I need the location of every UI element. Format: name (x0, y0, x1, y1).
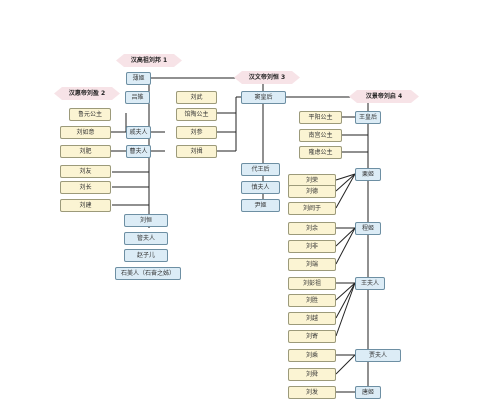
node-guantao-princess: 馆陶公主 (176, 108, 217, 121)
node-liu-can: 刘参 (176, 126, 217, 139)
node-empress-wang: 王皇后 (355, 111, 381, 124)
node-liu-yi: 刘揖 (176, 145, 217, 158)
node-liu-sheng: 刘胜 (288, 294, 336, 307)
node-liu-chang: 刘长 (60, 181, 111, 194)
node-liu-jian: 刘建 (60, 199, 111, 212)
node-liu-eyu: 刘阏于 (288, 202, 336, 215)
node-liu-shun: 刘舜 (288, 368, 336, 381)
node-guan-consort: 管夫人 (124, 232, 168, 245)
node-liu-yue: 刘越 (288, 312, 336, 325)
node-liu-de: 刘德 (288, 185, 336, 198)
emperor-gaozu-label: 汉高祖刘邦 1 (116, 54, 182, 67)
node-liu-yu: 刘余 (288, 222, 336, 235)
node-liu-duan: 刘端 (288, 258, 336, 271)
node-shi-meiren: 石美人（石奋之姊） (115, 267, 181, 280)
node-zhao-zier: 赵子儿 (124, 249, 168, 262)
node-liu-fei-jing: 刘非 (288, 240, 336, 253)
node-liu-ji: 刘寄 (288, 330, 336, 343)
node-liu-heng: 刘恒 (124, 214, 168, 227)
node-bo-ji: 薄姬 (126, 72, 151, 85)
node-liu-fa: 刘发 (288, 386, 336, 399)
node-liu-you: 刘友 (60, 165, 111, 178)
node-cao-consort: 曹夫人 (126, 145, 151, 158)
node-nangong-princess: 南宫公主 (299, 129, 342, 142)
node-qi-consort: 戚夫人 (126, 126, 151, 139)
node-li-ji: 栗姬 (355, 168, 381, 181)
emperor-huidi-label: 汉惠帝刘盈 2 (54, 87, 120, 100)
node-cheng-ji: 程姬 (355, 222, 381, 235)
node-dai-queen: 代王后 (241, 163, 280, 176)
node-luyuan-princess: 鲁元公主 (69, 108, 111, 121)
emperor-jingdi-label: 汉景帝刘启 4 (349, 90, 419, 103)
emperor-wendi-label: 汉文帝刘恒 3 (234, 71, 300, 84)
node-shen-consort: 慎夫人 (241, 181, 280, 194)
node-liu-wu: 刘武 (176, 91, 217, 104)
node-pingyang-princess: 平阳公主 (299, 111, 342, 124)
node-yin-ji: 尹姬 (241, 199, 280, 212)
node-tang-ji: 唐姬 (355, 386, 381, 399)
node-empress-dou: 窦皇后 (241, 91, 286, 104)
node-liu-cheng: 刘乘 (288, 349, 336, 362)
node-liu-fei: 刘肥 (60, 145, 111, 158)
node-empress-lu: 吕雉 (125, 91, 150, 104)
node-jia-consort: 贾夫人 (355, 349, 401, 362)
node-longlv-princess: 隆虑公主 (299, 146, 342, 159)
node-liu-pengzu: 刘彭祖 (288, 277, 336, 290)
node-wang-consort: 王夫人 (355, 277, 385, 290)
node-liu-ruyi: 刘如意 (60, 126, 111, 139)
